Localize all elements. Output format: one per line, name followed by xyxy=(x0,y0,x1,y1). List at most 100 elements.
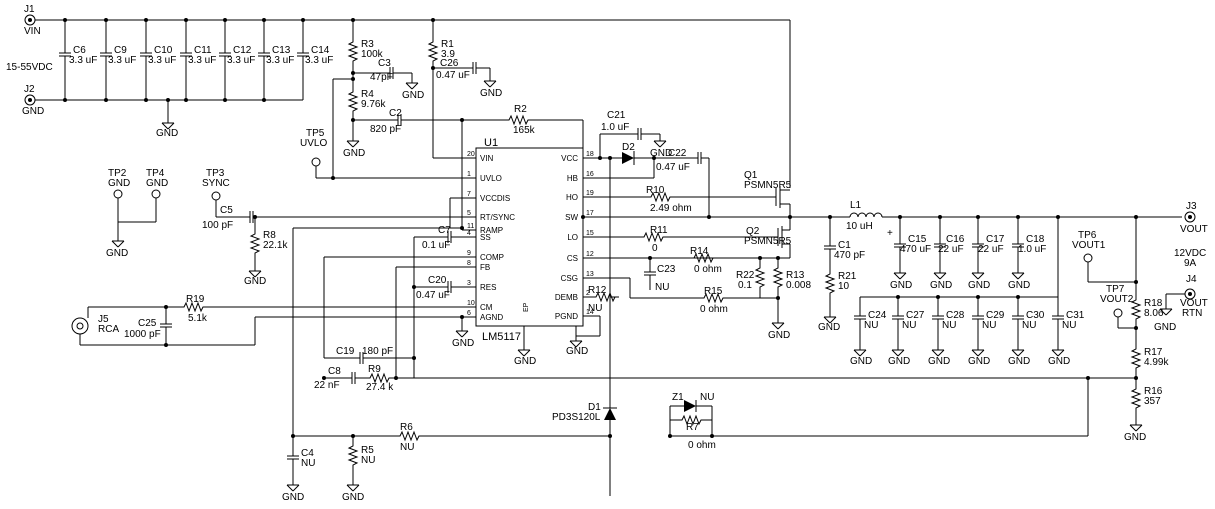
ic-part: LM5117 xyxy=(482,331,521,343)
svg-text:VOUT: VOUT xyxy=(1180,298,1208,309)
svg-text:22.1k: 22.1k xyxy=(263,240,288,251)
svg-text:R4: R4 xyxy=(361,89,374,100)
svg-text:5.1k: 5.1k xyxy=(188,313,208,324)
svg-text:3.3 uF: 3.3 uF xyxy=(108,55,136,66)
ic-pin-label: AGND xyxy=(480,313,503,322)
svg-text:TP3: TP3 xyxy=(206,168,225,179)
svg-text:0 ohm: 0 ohm xyxy=(694,264,722,275)
svg-text:GND: GND xyxy=(968,356,990,367)
svg-text:1.0 uF: 1.0 uF xyxy=(1018,244,1046,255)
svg-text:10: 10 xyxy=(838,281,850,292)
svg-text:GND: GND xyxy=(106,248,128,259)
svg-text:GND: GND xyxy=(146,178,168,189)
svg-text:C23: C23 xyxy=(657,264,676,275)
svg-text:GND: GND xyxy=(888,356,910,367)
svg-text:C10: C10 xyxy=(154,45,173,56)
svg-text:9A: 9A xyxy=(1184,258,1197,269)
svg-text:0.47 uF: 0.47 uF xyxy=(416,290,450,301)
ic-pin-label: RAMP xyxy=(480,226,503,235)
svg-text:C6: C6 xyxy=(73,45,86,56)
svg-text:NU: NU xyxy=(301,458,315,469)
svg-text:GND: GND xyxy=(768,330,790,341)
svg-text:GND: GND xyxy=(1008,356,1030,367)
svg-text:GND: GND xyxy=(480,88,502,99)
ic-pin-number: 20 xyxy=(467,151,475,158)
svg-text:47pF: 47pF xyxy=(370,72,393,83)
svg-text:357: 357 xyxy=(1144,396,1161,407)
svg-text:R7: R7 xyxy=(686,422,699,433)
svg-text:C7: C7 xyxy=(438,225,451,236)
svg-text:C22: C22 xyxy=(668,148,687,159)
svg-text:R11: R11 xyxy=(650,225,668,236)
svg-text:R8: R8 xyxy=(263,230,276,241)
ic-left-pins: VIN20UVLO1VCCDIS7RT/SYNC5RAMP11SS4COMP9F… xyxy=(467,151,515,322)
ic-pin-number: 10 xyxy=(467,300,475,307)
svg-text:R22: R22 xyxy=(736,270,755,281)
svg-text:GND: GND xyxy=(1008,280,1030,291)
svg-text:NU: NU xyxy=(400,442,414,453)
svg-text:C11: C11 xyxy=(194,45,212,56)
svg-text:2.49 ohm: 2.49 ohm xyxy=(650,203,692,214)
svg-text:GND: GND xyxy=(930,280,952,291)
j1-ref: J1 xyxy=(24,4,35,15)
svg-text:R17: R17 xyxy=(1144,347,1163,358)
input-rating: 15-55VDC xyxy=(6,62,53,73)
svg-text:22 uF: 22 uF xyxy=(938,244,964,255)
ic-pin-label: SW xyxy=(565,213,578,222)
input-section: J1 VIN 15-55VDC J2 GND GND C63.3 uF C93.… xyxy=(6,4,790,139)
svg-text:GND: GND xyxy=(108,178,130,189)
svg-text:R18: R18 xyxy=(1144,298,1163,309)
svg-text:NU: NU xyxy=(655,282,669,293)
svg-text:R21: R21 xyxy=(838,271,857,282)
svg-text:R16: R16 xyxy=(1144,386,1163,397)
svg-text:12VDC: 12VDC xyxy=(1174,248,1206,259)
svg-text:470 pF: 470 pF xyxy=(834,250,865,261)
svg-text:PSMN5R5: PSMN5R5 xyxy=(744,236,792,247)
svg-text:3.3 uF: 3.3 uF xyxy=(266,55,294,66)
svg-text:0 ohm: 0 ohm xyxy=(700,304,728,315)
svg-text:C8: C8 xyxy=(328,366,341,377)
svg-text:GND: GND xyxy=(968,280,990,291)
svg-text:3.3 uF: 3.3 uF xyxy=(188,55,216,66)
ic-pin-number: 8 xyxy=(467,260,471,267)
svg-text:PSMN5R5: PSMN5R5 xyxy=(744,180,792,191)
svg-text:NU: NU xyxy=(588,303,602,314)
svg-text:GND: GND xyxy=(850,356,872,367)
ic-pin-number: 11 xyxy=(467,223,474,230)
ic-pin-label: CM xyxy=(480,303,493,312)
svg-text:GND: GND xyxy=(890,280,912,291)
ic-pin-number: 13 xyxy=(586,271,594,278)
ic-pin-label: COMP xyxy=(480,253,504,262)
svg-text:Q1: Q1 xyxy=(744,170,758,181)
ic-pin-number: 1 xyxy=(467,171,471,178)
svg-text:RCA: RCA xyxy=(98,324,119,335)
j3-connector[interactable] xyxy=(1184,211,1196,223)
svg-text:GND: GND xyxy=(343,148,365,159)
svg-text:C31: C31 xyxy=(1066,310,1085,321)
svg-text:Z1: Z1 xyxy=(672,392,684,403)
svg-text:+: + xyxy=(887,228,893,239)
svg-text:C14: C14 xyxy=(311,45,330,56)
svg-text:C20: C20 xyxy=(428,275,447,286)
ic-pin-number: 6 xyxy=(467,310,471,317)
svg-text:Q2: Q2 xyxy=(746,226,760,237)
svg-text:3.3 uF: 3.3 uF xyxy=(227,55,255,66)
svg-text:GND: GND xyxy=(452,338,474,349)
svg-text:22 nF: 22 nF xyxy=(314,380,340,391)
ic-pin-label: PGND xyxy=(555,312,578,321)
svg-text:C27: C27 xyxy=(906,310,925,321)
svg-text:NU: NU xyxy=(361,455,375,466)
svg-text:C1: C1 xyxy=(838,240,851,251)
svg-text:100k: 100k xyxy=(361,49,384,60)
ic-pin-label: RT/SYNC xyxy=(480,213,515,222)
ic-pin-label: DEMB xyxy=(555,293,578,302)
svg-text:RTN: RTN xyxy=(1182,308,1202,319)
